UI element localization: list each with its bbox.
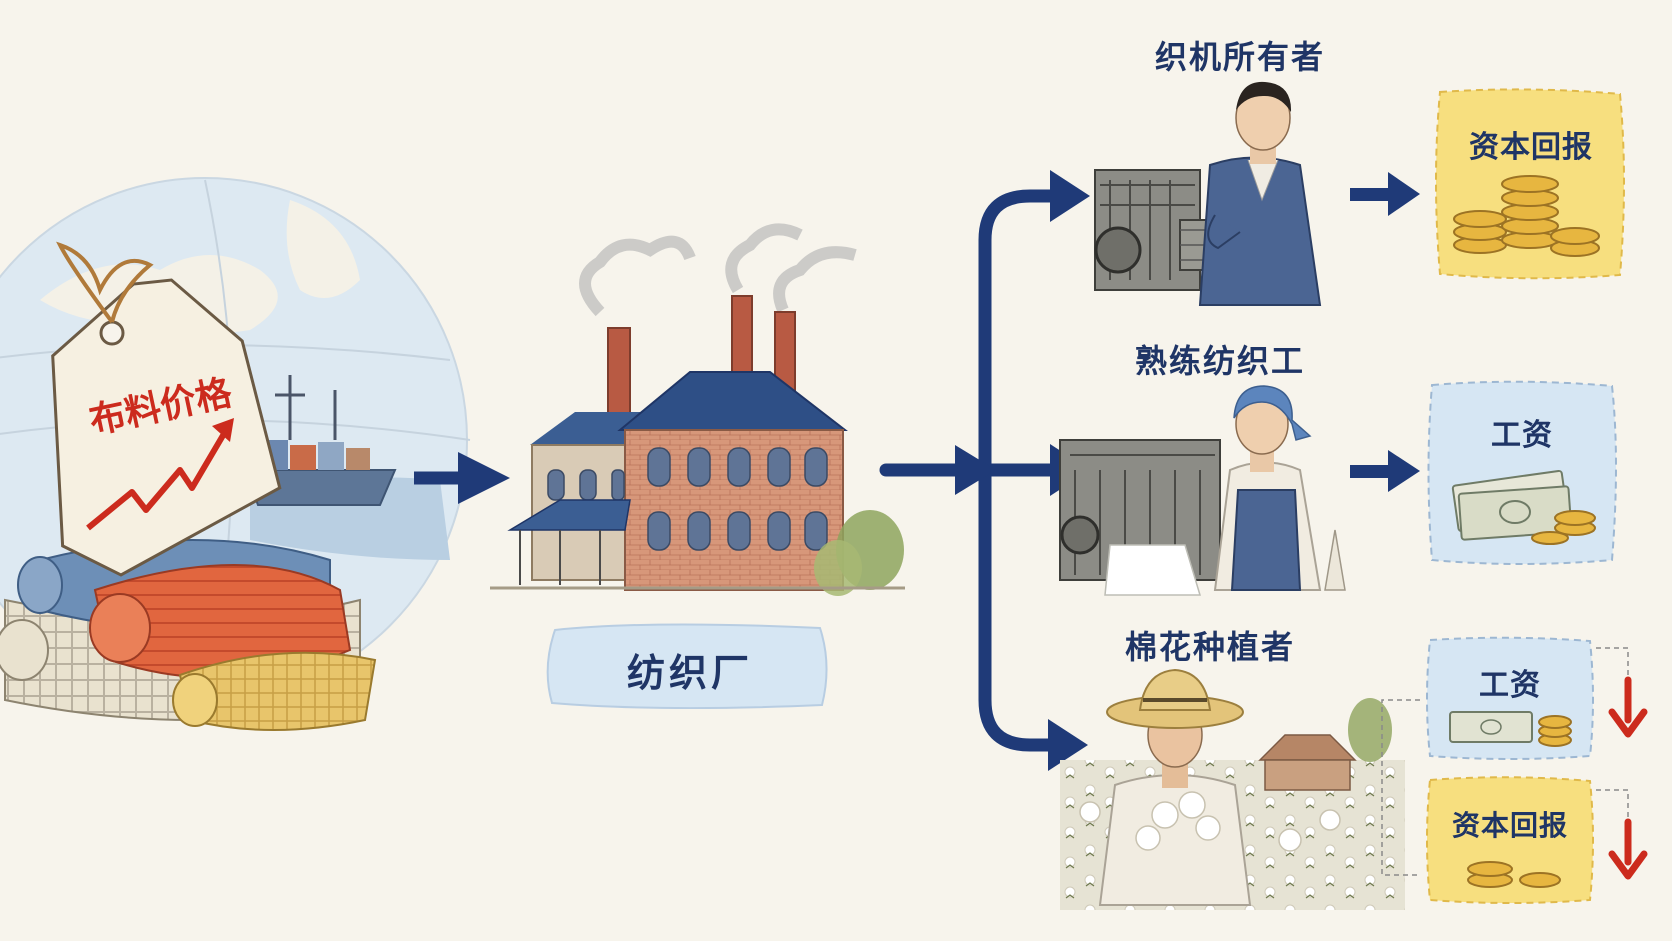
weaver-wage-box	[1427, 380, 1617, 565]
arrow-head-planter	[1048, 719, 1088, 771]
factory-illustration	[490, 223, 905, 596]
owner-capital-label: 资本回报	[1469, 130, 1593, 165]
price-tag	[51, 241, 282, 577]
loom-owner-illustration	[1094, 81, 1322, 306]
planter-capital-decrease	[1596, 789, 1648, 880]
coin-stack-icon	[1453, 175, 1600, 257]
trend-up-arrow-icon	[86, 430, 228, 531]
factory-label: 纺织厂	[626, 650, 753, 695]
skilled-weaver-illustration	[1059, 385, 1346, 596]
owner-capital-box	[1435, 88, 1625, 280]
fabric-rolls-illustration	[0, 539, 377, 731]
planter-capital-label: 资本回报	[1451, 809, 1568, 842]
role-skilled-weaver: 熟练纺织工	[1134, 342, 1305, 380]
planter-capital-box	[1426, 776, 1594, 904]
planter-bracket	[1381, 699, 1420, 876]
arrow-weaver-to-wage	[1350, 465, 1390, 478]
arrow-owner-to-capital	[1350, 188, 1390, 201]
role-cotton-planter: 棉花种植者	[1124, 628, 1295, 666]
coins-icon	[1531, 510, 1596, 545]
banknotes-icon	[1451, 469, 1573, 541]
planter-wage-label: 工资	[1479, 668, 1541, 703]
planter-wage-decrease	[1596, 647, 1648, 738]
arrow-head-owner	[1050, 170, 1090, 222]
factory-label-panel	[546, 623, 828, 710]
planter-wage-box	[1426, 636, 1594, 760]
role-loom-owner: 织机所有者	[1154, 38, 1325, 76]
cotton-planter-illustration	[1060, 668, 1405, 910]
weaver-wage-label: 工资	[1491, 418, 1553, 453]
arrow-head-factory	[955, 445, 996, 495]
